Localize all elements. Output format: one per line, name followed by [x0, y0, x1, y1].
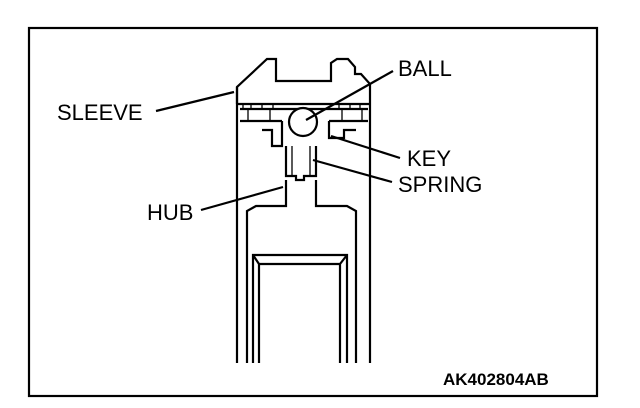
key — [262, 121, 356, 148]
label-spring: SPRING — [398, 172, 482, 197]
figure-frame — [27, 26, 599, 398]
sleeve-leader — [155, 90, 235, 113]
spring-leader — [312, 158, 393, 184]
sleeve-teeth — [242, 104, 363, 121]
ball — [287, 106, 319, 138]
hub — [245, 180, 358, 363]
hub-leader — [200, 185, 284, 212]
label-hub: HUB — [147, 200, 193, 225]
sleeve — [235, 57, 372, 363]
label-key: KEY — [407, 146, 451, 171]
ball-leader — [305, 70, 394, 121]
label-ball: BALL — [398, 56, 452, 81]
spring — [291, 146, 311, 176]
hub-bore — [251, 253, 349, 363]
key-leader — [330, 134, 401, 160]
figure-code: AK402804AB — [443, 370, 549, 389]
label-sleeve: SLEEVE — [57, 100, 143, 125]
key-slot — [284, 146, 318, 182]
